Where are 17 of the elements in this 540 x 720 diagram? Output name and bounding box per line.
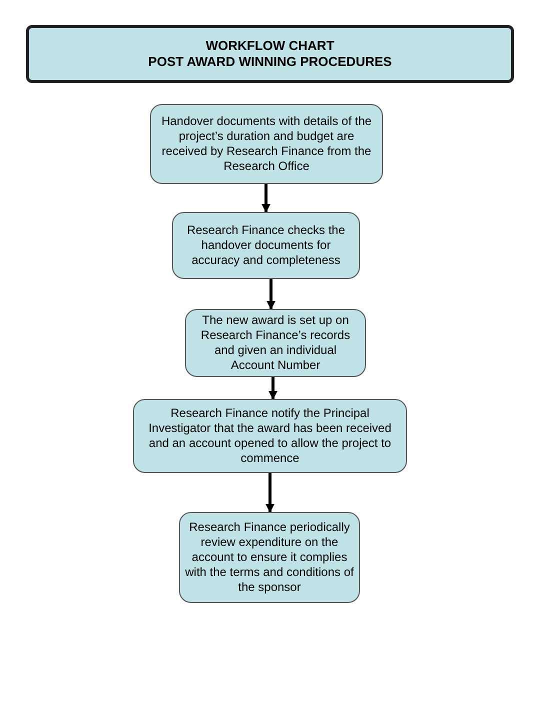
arrow	[262, 184, 270, 213]
arrow	[268, 377, 278, 400]
step-text: The new award is set up on Research Finance’s records and given an individual Account Number	[200, 313, 352, 373]
step-text: Research Finance checks the handover documents for accuracy and completeness	[186, 223, 346, 268]
step-text: Research Finance notify the Principal Investigator that the award has been received and an account opened to allow the project to commence	[148, 406, 392, 466]
title-text: WORKFLOW CHART	[206, 38, 334, 54]
process-box	[179, 512, 360, 603]
title-box	[26, 25, 514, 83]
process-box	[150, 104, 383, 184]
arrow	[266, 473, 274, 513]
process-box	[185, 309, 366, 377]
process-box	[172, 212, 360, 279]
arrow	[266, 279, 276, 310]
step-text: Research Finance periodically review expenditure on the account to ensure it complies with the terms and conditions of the sponsor	[184, 520, 355, 595]
title-text: POST AWARD WINNING PROCEDURES	[148, 54, 392, 70]
step-text: Handover documents with details of the project’s duration and budget are received by Research Finance from the Research Office	[160, 114, 373, 174]
process-box	[133, 399, 407, 473]
